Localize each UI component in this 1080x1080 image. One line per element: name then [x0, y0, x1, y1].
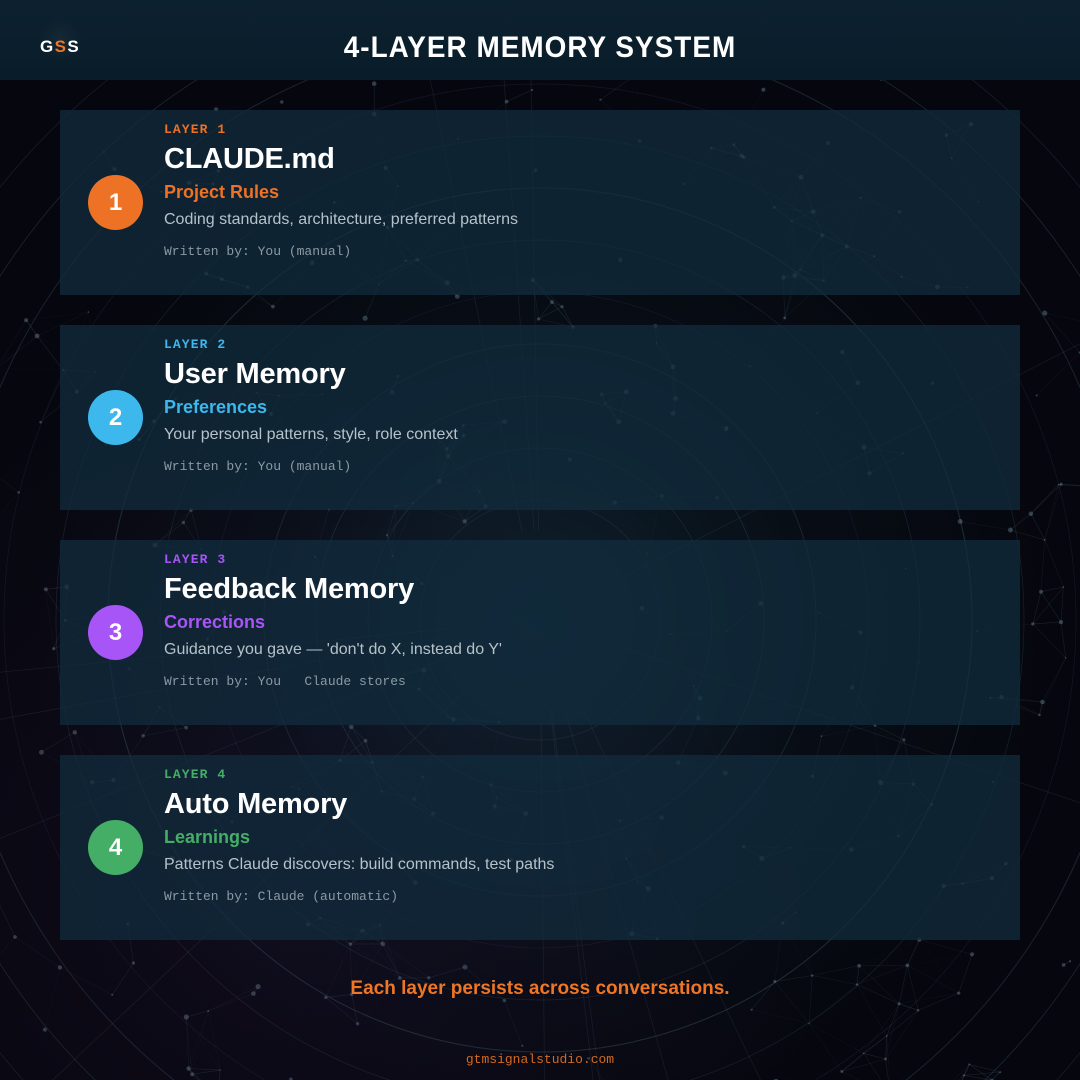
- logo-letter-s: S: [67, 37, 81, 56]
- page-title: 4-LAYER MEMORY SYSTEM: [343, 31, 737, 64]
- logo-letter-s-accent: S: [54, 37, 68, 56]
- layer-card-2-meta: Written by: You (manual): [164, 458, 352, 474]
- footer-tagline: Each layer persists across conversations…: [350, 978, 730, 999]
- layer-card-2-description: Your personal patterns, style, role cont…: [164, 425, 458, 443]
- layer-card-4-title: Auto Memory: [164, 788, 348, 820]
- layer-card-1-body: LAYER 1 CLAUDE.md Project Rules Coding s…: [164, 123, 1000, 258]
- layer-badge-4: 4: [88, 820, 143, 875]
- layer-card-4-eyebrow: LAYER 4: [164, 767, 227, 782]
- layer-card-3-subtitle: Corrections: [164, 612, 266, 633]
- layer-card-3-title: Feedback Memory: [164, 573, 415, 605]
- layer-card-2-eyebrow: LAYER 2: [164, 337, 227, 352]
- logo-halo: [38, 18, 82, 62]
- layer-card-4-body: LAYER 4 Auto Memory Learnings Patterns C…: [164, 768, 1000, 903]
- layer-card-3-eyebrow: LAYER 3: [164, 552, 227, 567]
- layer-card-1-meta: Written by: You (manual): [164, 243, 352, 259]
- layer-card-4[interactable]: LAYER 4 Auto Memory Learnings Patterns C…: [60, 755, 1020, 940]
- layer-badge-1: 1: [88, 175, 143, 230]
- layer-card-1-subtitle: Project Rules: [164, 182, 280, 203]
- layer-card-3-body: LAYER 3 Feedback Memory Corrections Guid…: [164, 553, 1000, 688]
- logo-letter-g: G: [40, 37, 55, 56]
- layer-card-4-description: Patterns Claude discovers: build command…: [164, 855, 555, 873]
- layer-badge-2: 2: [88, 390, 143, 445]
- brand-logo: GSS: [40, 38, 80, 55]
- layer-card-1[interactable]: LAYER 1 CLAUDE.md Project Rules Coding s…: [60, 110, 1020, 295]
- footer-url: gtmsignalstudio.com: [465, 1052, 615, 1067]
- layer-card-4-subtitle: Learnings: [164, 827, 251, 848]
- layer-badge-3: 3: [88, 605, 143, 660]
- layer-card-2-title: User Memory: [164, 358, 346, 390]
- page-header: GSS 4-LAYER MEMORY SYSTEM: [0, 0, 1080, 80]
- layer-card-2-subtitle: Preferences: [164, 397, 268, 418]
- layer-card-3-meta: Written by: You Claude stores: [164, 673, 406, 689]
- layer-card-2-body: LAYER 2 User Memory Preferences Your per…: [164, 338, 1000, 473]
- layer-card-1-title: CLAUDE.md: [164, 143, 335, 175]
- layer-card-3-description: Guidance you gave — 'don't do X, instead…: [164, 640, 502, 658]
- layer-card-2[interactable]: LAYER 2 User Memory Preferences Your per…: [60, 325, 1020, 510]
- layer-card-4-meta: Written by: Claude (automatic): [164, 888, 399, 904]
- layer-card-3[interactable]: LAYER 3 Feedback Memory Corrections Guid…: [60, 540, 1020, 725]
- layer-card-1-description: Coding standards, architecture, preferre…: [164, 210, 518, 228]
- layer-card-1-eyebrow: LAYER 1: [164, 122, 227, 137]
